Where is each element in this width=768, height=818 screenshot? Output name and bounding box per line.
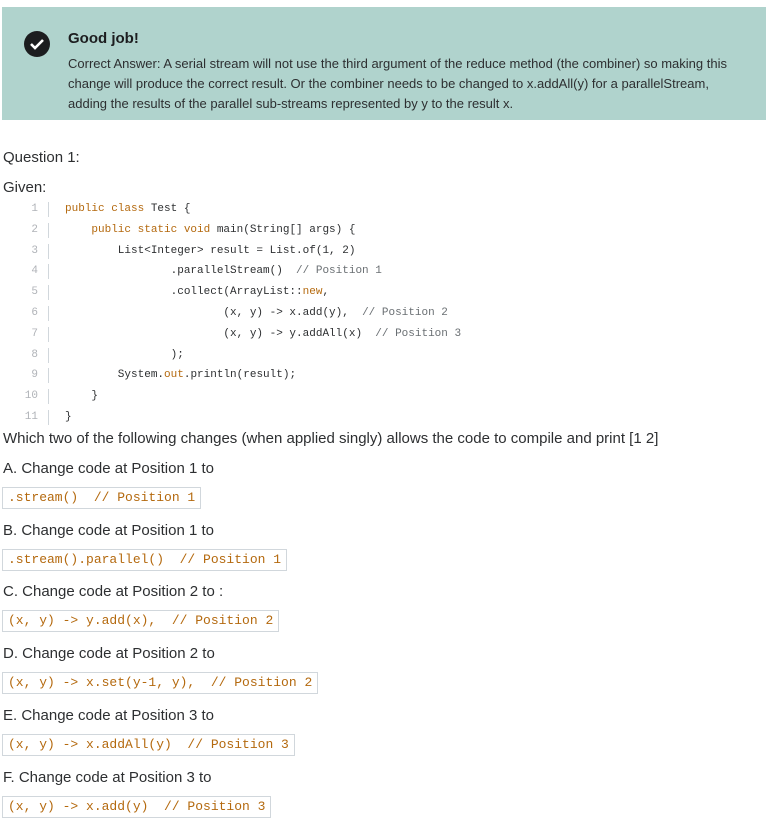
code-token: .parallelStream() — [65, 265, 297, 278]
line-number: 10 — [24, 390, 38, 403]
option-label: A. Change code at Position 1 to — [3, 460, 214, 477]
code-token: .println(result); — [183, 369, 297, 382]
code-token: // Position 2 — [362, 306, 448, 319]
code-token: (x, y) -> y.addAll(x) — [65, 327, 376, 340]
code-text: List<Integer> result = List.of(1, 2) — [65, 241, 356, 262]
line-number: 11 — [24, 410, 38, 423]
code-token: main(String[] args) { — [216, 223, 356, 236]
gutter-divider — [48, 243, 49, 259]
line-number: 1 — [31, 203, 38, 215]
code-token: (x, y) -> x.add(y), — [65, 306, 363, 319]
gutter-divider — [48, 389, 49, 405]
code-token: List<Integer> result = List.of(1, 2) — [65, 244, 356, 257]
given-label: Given: — [3, 179, 47, 196]
gutter-divider — [48, 222, 49, 238]
code-text: } — [65, 386, 98, 407]
gutter-divider — [48, 409, 49, 425]
gutter-divider — [48, 347, 49, 363]
code-text: ); — [65, 345, 184, 366]
feedback-banner: Good job! Correct Answer: A serial strea… — [2, 7, 766, 120]
code-token: } — [65, 390, 99, 403]
code-token: Test { — [150, 203, 191, 215]
gutter-divider — [48, 326, 49, 342]
code-text: public class Test { — [65, 199, 190, 220]
option-code: (x, y) -> x.add(y) // Position 3 — [2, 795, 272, 818]
option-code: (x, y) -> x.addAll(y) // Position 3 — [2, 733, 295, 756]
check-circle-icon — [24, 31, 50, 57]
code-text: System.out.println(result); — [65, 365, 296, 386]
option-label: B. Change code at Position 1 to — [3, 521, 214, 539]
code-token: System. — [65, 369, 165, 382]
gutter-divider — [48, 305, 49, 321]
code-text: (x, y) -> x.add(y), // Position 2 — [65, 303, 448, 324]
code-text: public static void main(String[] args) { — [65, 220, 355, 241]
gutter-divider — [48, 264, 49, 280]
feedback-explanation: Correct Answer: A serial stream will not… — [68, 56, 727, 111]
gutter-divider — [48, 285, 49, 301]
line-number: 4 — [31, 265, 38, 278]
line-number: 2 — [31, 223, 38, 236]
line-number: 7 — [31, 327, 38, 340]
line-number: 9 — [31, 369, 38, 382]
code-token: ); — [65, 348, 184, 361]
option-code: (x, y) -> x.set(y-1, y), // Position 2 — [2, 672, 319, 695]
question-heading: Question 1: — [3, 149, 80, 166]
option-code: (x, y) -> y.add(x), // Position 2 — [2, 610, 280, 633]
code-text: } — [65, 407, 72, 428]
code-text: (x, y) -> y.addAll(x) // Position 3 — [65, 324, 461, 345]
code-token — [65, 224, 91, 236]
option-label: E. Change code at Position 3 to — [3, 706, 214, 724]
line-number: 8 — [31, 348, 38, 361]
gutter-divider — [48, 202, 49, 217]
code-token: , — [322, 286, 330, 299]
option-label: F. Change code at Position 3 to — [3, 768, 212, 786]
code-token: out — [164, 369, 184, 382]
code-token: public static void — [91, 223, 217, 236]
code-text: .collect(ArrayList::new, — [65, 282, 329, 303]
code-token: // Position 1 — [296, 265, 382, 278]
code-token: public class — [65, 203, 151, 215]
line-number: 5 — [31, 286, 38, 299]
code-token: // Position 3 — [375, 327, 462, 340]
code-token: new — [302, 286, 323, 299]
option-code: .stream() // Position 1 — [2, 487, 202, 509]
option-code: .stream().parallel() // Position 1 — [2, 548, 288, 571]
code-text: .parallelStream() // Position 1 — [65, 261, 382, 282]
code-token: .collect(ArrayList:: — [65, 286, 303, 299]
question-prompt: Which two of the following changes (when… — [3, 430, 659, 447]
line-number: 6 — [31, 306, 38, 319]
option-label: C. Change code at Position 2 to : — [3, 583, 224, 601]
option-label: D. Change code at Position 2 to — [3, 645, 215, 663]
line-number: 3 — [31, 244, 38, 257]
feedback-title: Good job! — [68, 30, 139, 47]
code-token: } — [65, 410, 72, 423]
gutter-divider — [48, 368, 49, 384]
